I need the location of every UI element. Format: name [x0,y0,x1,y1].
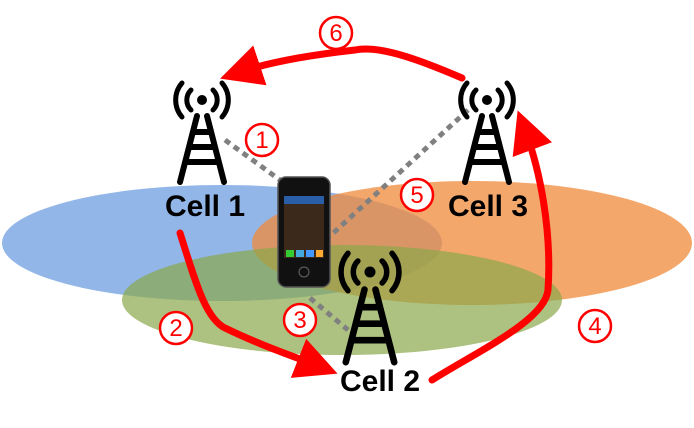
step-2-number: 2 [169,315,182,342]
cell-2-label: Cell 2 [340,365,420,398]
handover-arrow-1-to-2 [176,229,338,378]
step-3-marker: 3 [282,302,318,338]
cell-1-tower-icon [173,80,231,185]
step-1-marker: 1 [244,122,280,158]
step-5-number: 5 [410,182,423,209]
phone-icon [277,176,331,288]
cell-3-label: Cell 3 [448,190,528,223]
step-5-marker: 5 [399,177,435,213]
step-2-marker: 2 [158,310,194,346]
cell-3-tower-icon [458,80,516,185]
handover-arrow-3-to-1 [220,45,466,86]
step-6-marker: 6 [318,15,354,51]
handover-arrow-2-to-3 [428,110,553,384]
link-cell-3 [328,108,470,238]
link-cell-1 [223,137,282,183]
step-1-number: 1 [255,127,268,154]
link-cell-2 [308,296,350,332]
step-6-number: 6 [329,20,342,47]
cell-1-label: Cell 1 [165,190,245,223]
step-4-number: 4 [588,313,601,340]
step-4-marker: 4 [577,308,613,344]
cell-2-tower-icon [338,250,402,366]
step-3-number: 3 [293,307,306,334]
